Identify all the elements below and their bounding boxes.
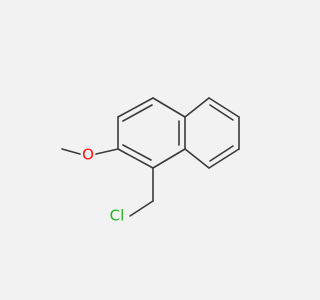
bond-inner-c1-c2 — [122, 144, 152, 161]
bond-c4a-c5 — [184, 97, 210, 118]
bond-ch2-cl — [129, 200, 154, 217]
bond-c7-c8 — [208, 148, 240, 169]
bond-c5-c6 — [208, 97, 240, 118]
bond-inner-c5-c6 — [209, 104, 234, 121]
bond-c8-c8a — [184, 148, 210, 169]
bond-c1-c2 — [117, 148, 154, 169]
structure-canvas: O Cl — [61, 97, 240, 225]
bond-set — [61, 97, 240, 217]
bond-c3-c4 — [117, 97, 154, 118]
bond-c2-o — [95, 148, 119, 155]
bond-inner-c7-c8 — [209, 145, 234, 162]
oxygen-atom-label: O — [82, 146, 94, 164]
chlorine-atom-label: Cl — [110, 207, 125, 225]
bond-o-ch3 — [61, 148, 81, 155]
bond-c4-c4a — [152, 97, 186, 118]
bond-c8a-c1 — [152, 148, 186, 169]
bond-inner-c3-c4 — [122, 104, 153, 122]
